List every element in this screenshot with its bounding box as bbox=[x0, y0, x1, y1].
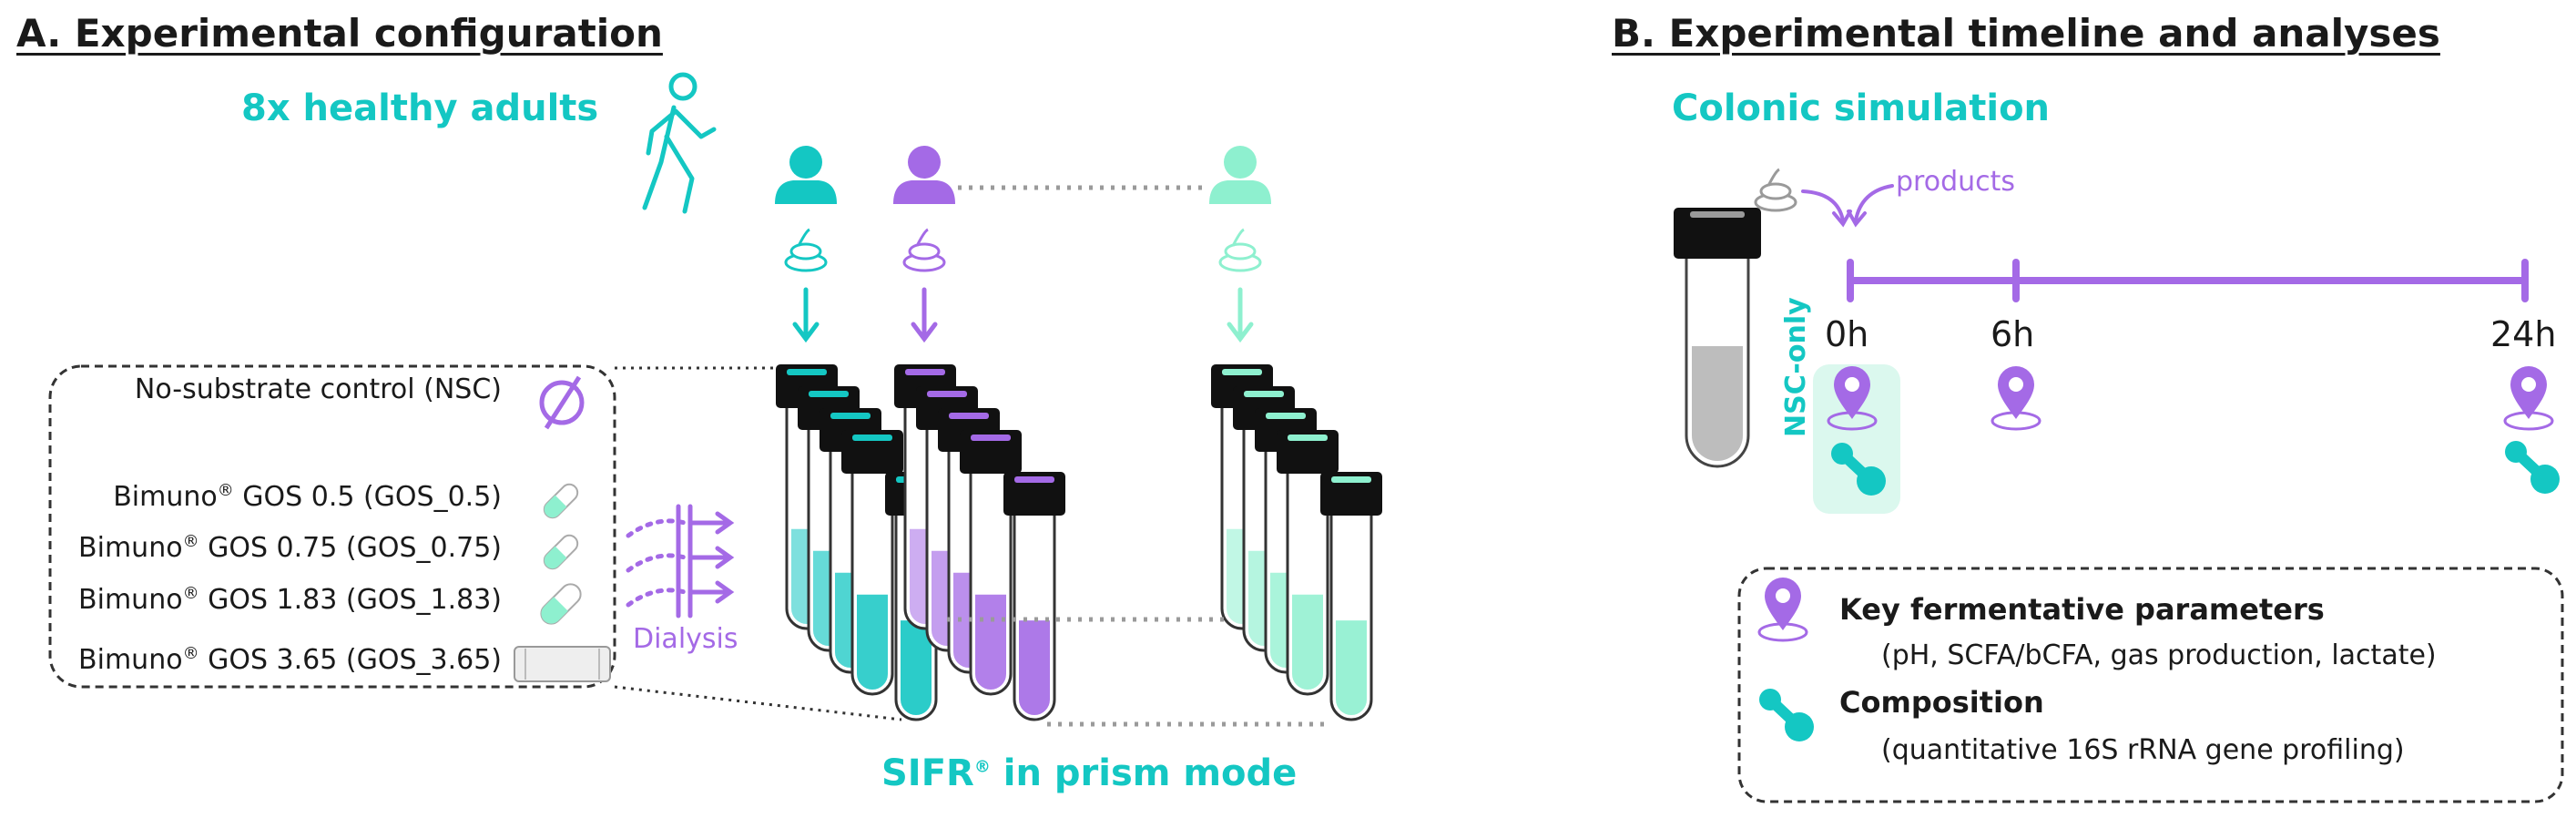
molecule-icon bbox=[1759, 689, 1814, 741]
location-pin-icon bbox=[1991, 364, 2041, 431]
stool-sample-icon bbox=[1218, 228, 1262, 272]
capsule-icon bbox=[543, 534, 579, 570]
legend-detail: (quantitative 16S rRNA gene profiling) bbox=[1881, 734, 2405, 766]
nsc-only-label: NSC-only bbox=[1780, 297, 1812, 437]
condition-label: Bimuno® GOS 3.65 (GOS_3.65) bbox=[78, 644, 502, 676]
stool-sample-icon bbox=[1754, 168, 1797, 212]
conditions-box bbox=[48, 364, 616, 689]
stool-sample-icon bbox=[902, 228, 946, 272]
condition-label: Bimuno® GOS 0.75 (GOS_0.75) bbox=[78, 532, 502, 564]
condition-label: No-substrate control (NSC) bbox=[134, 373, 502, 405]
timepoint-label: 0h bbox=[1825, 314, 1869, 354]
sachet-icon bbox=[514, 646, 611, 682]
legend-box bbox=[1737, 567, 2564, 803]
legend-title: Key fermentative parameters bbox=[1839, 592, 2325, 627]
bioreactor-tube bbox=[960, 430, 1022, 696]
condition-label: Bimuno® GOS 0.5 (GOS_0.5) bbox=[113, 481, 502, 513]
capsule-icon bbox=[543, 483, 579, 519]
timepoint-label: 6h bbox=[1991, 314, 2035, 354]
molecule-icon bbox=[2505, 441, 2560, 494]
condition-label: Bimuno® GOS 1.83 (GOS_1.83) bbox=[78, 584, 502, 616]
bioreactor-tube bbox=[1003, 472, 1065, 721]
bioreactor-tubes bbox=[776, 364, 1382, 721]
stool-sample-icon bbox=[784, 228, 828, 272]
products-arrow-icon bbox=[1801, 184, 1894, 228]
legend-title: Composition bbox=[1839, 685, 2044, 720]
inoculation-arrow-icon bbox=[792, 287, 820, 343]
legend-detail: (pH, SCFA/bCFA, gas production, lactate) bbox=[1881, 639, 2437, 671]
location-pin-icon bbox=[2503, 364, 2554, 431]
bioreactor-tube bbox=[1320, 472, 1382, 721]
test-tube-icon bbox=[1674, 208, 1761, 468]
timepoint-label: 24h bbox=[2490, 314, 2557, 354]
donor-person-icon bbox=[893, 146, 955, 204]
zoom-connector-line bbox=[614, 685, 902, 721]
donor-person-icon bbox=[1209, 146, 1271, 204]
sifr-label: SIFR® in prism mode bbox=[881, 752, 1298, 794]
location-pin-icon bbox=[1757, 576, 1808, 642]
colonic-simulation-label: Colonic simulation bbox=[1672, 87, 2051, 129]
inoculation-arrow-icon bbox=[1227, 287, 1254, 343]
dialysis-label: Dialysis bbox=[633, 623, 738, 655]
timeline-axis bbox=[1847, 259, 2529, 302]
inoculation-arrow-icon bbox=[911, 287, 938, 343]
panel-a-title: A. Experimental configuration bbox=[16, 11, 663, 56]
bioreactor-tube bbox=[841, 430, 903, 696]
panel-b-title: B. Experimental timeline and analyses bbox=[1612, 11, 2440, 56]
products-label: products bbox=[1896, 166, 2016, 198]
dialysis-membrane-icon bbox=[626, 504, 735, 619]
donors-label: 8x healthy adults bbox=[241, 87, 599, 129]
empty-set-icon bbox=[539, 375, 585, 430]
bioreactor-tube bbox=[1277, 430, 1339, 696]
walking-person-icon bbox=[642, 72, 717, 214]
donor-person-icon bbox=[775, 146, 837, 204]
capsule-icon bbox=[540, 583, 582, 625]
